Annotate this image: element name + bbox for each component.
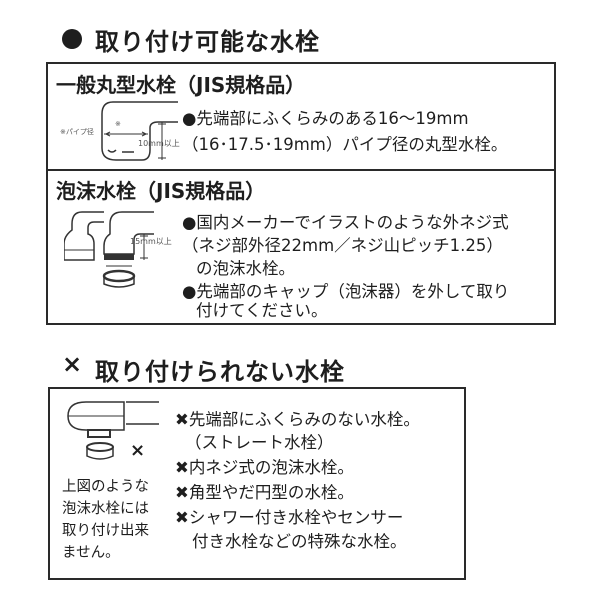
ng-line-2: （ストレート水栓） (185, 433, 334, 452)
divider (48, 169, 554, 171)
bullet-icon (62, 29, 82, 49)
round-line-1: ●先端部にふくらみのある16～19mm (182, 109, 469, 128)
round-faucet-diagram (101, 101, 178, 161)
ng-line-3: ✖内ネジ式の泡沫水栓。 (175, 458, 354, 477)
aerator-line-1: ●国内メーカーでイラストのような外ネジ式 (182, 213, 509, 232)
pipe-diameter-label: ※パイプ径 (60, 128, 94, 136)
aerator-line-4: ●先端部のキャップ（泡沫器）を外して取り (182, 282, 510, 301)
aerator-height-label: 15mm以上 (130, 237, 172, 246)
x-mark-icon: × (62, 350, 84, 378)
incompatible-box (48, 387, 466, 580)
ng-line-5: ✖シャワー付き水栓やセンサー (175, 508, 404, 527)
aerator-line-3: の泡沫水栓。 (196, 259, 295, 278)
compatible-box (46, 62, 556, 325)
mark-label: ※ (115, 120, 121, 128)
ng-line-4: ✖角型やだ円型の水栓。 (175, 483, 354, 502)
aerator-line-5: 付けてください。 (196, 301, 328, 320)
compatible-title: 取り付け可能な水栓 (95, 28, 320, 56)
ng-line-6: 付き水栓などの特殊な水栓。 (192, 532, 407, 551)
aerator-faucet-diagram (64, 211, 154, 288)
not-allowed-icon: × (130, 440, 146, 461)
ng-line-1: ✖先端部にふくらみのない水栓。 (175, 410, 420, 429)
caption-line-4: ません。 (62, 545, 120, 561)
height-label: 10mm以上 (138, 139, 180, 148)
caption-line-3: 取り付け出来 (62, 523, 149, 539)
caption-line-2: 泡沫水栓には (62, 501, 149, 517)
round-faucet-heading: 一般丸型水栓（JIS規格品） (56, 73, 306, 97)
aerator-faucet-heading: 泡沫水栓（JIS規格品） (56, 179, 266, 203)
straight-faucet-diagram (67, 401, 159, 460)
caption-line-1: 上図のような (62, 479, 149, 495)
aerator-line-2: （ネジ部外径22mm／ネジ山ピッチ1.25） (182, 236, 503, 255)
round-line-2: （16･17.5･19mm）パイプ径の丸型水栓。 (182, 135, 508, 154)
incompatible-title: 取り付けられない水栓 (95, 358, 345, 386)
